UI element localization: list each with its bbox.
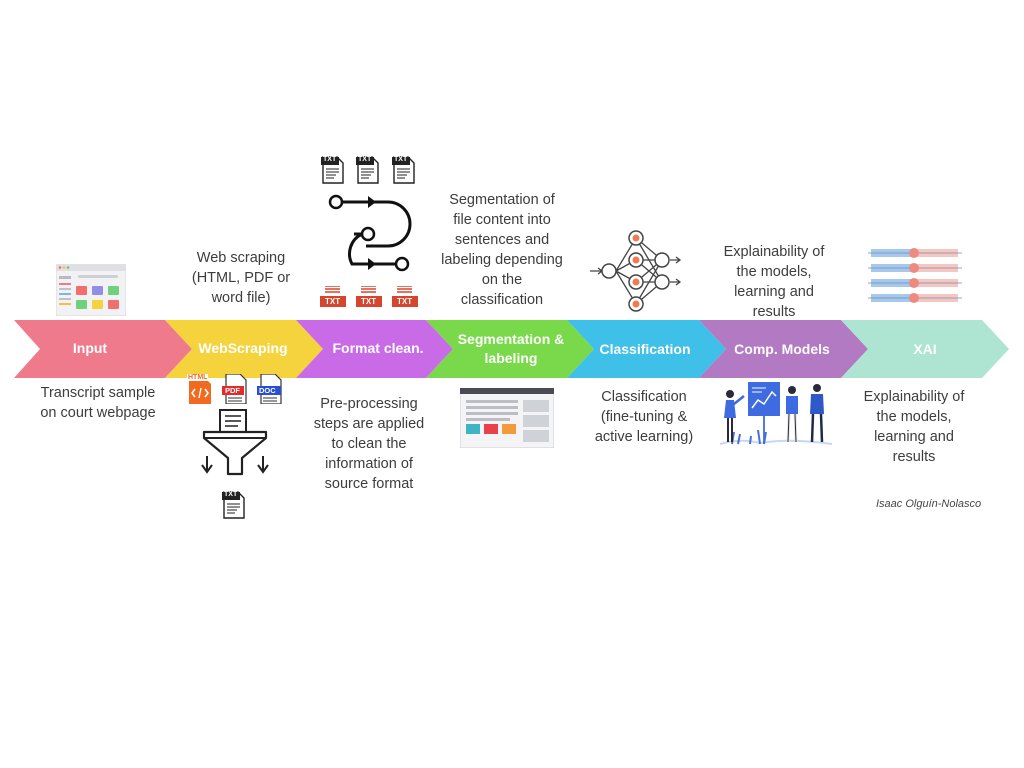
stage-desc-xai: Explainability of the models, learning a… — [863, 389, 965, 465]
doc-file-tag: DOC — [259, 386, 276, 395]
stage-desc-classification: Classification (fine-tuning & active lea… — [594, 389, 694, 445]
author-credit: Isaac Olguín-Nolasco — [876, 498, 982, 510]
feature-bars-icon — [868, 248, 962, 303]
stage-desc-models: Explainability of the models, learning a… — [723, 244, 825, 320]
stage-label-xai: XAI — [913, 341, 937, 357]
txt-file-tag: TXT — [358, 156, 372, 163]
funnel-icon — [201, 409, 269, 476]
txt-file-tag: TXT — [361, 297, 377, 306]
txt-file-icon: TXT — [222, 490, 246, 520]
txt-file-tag: TXT — [394, 156, 408, 163]
stage-label-webscraping: WebScraping — [198, 340, 288, 356]
stage-desc-segmentation: Segmentation of file content into senten… — [441, 192, 563, 308]
arrow-xai — [841, 320, 1009, 378]
pdf-file-tag: PDF — [225, 386, 240, 395]
stage-label-format: Format clean. — [332, 340, 424, 356]
stage-label-segmentation: Segmentation & labeling — [457, 331, 565, 366]
txt-file-icon: TXT — [392, 286, 418, 308]
stage-desc-input: Transcript sample on court webpage — [40, 385, 156, 421]
neural-network-icon — [590, 230, 682, 312]
txt-file-tag: TXT — [323, 156, 337, 163]
txt-file-icon: TXT — [356, 156, 380, 184]
txt-file-icon: TXT — [320, 286, 346, 308]
doc-file-icon: DOC — [257, 374, 283, 404]
html-file-tag: HTML — [187, 374, 209, 381]
txt-file-icon: TXT — [321, 156, 345, 184]
arrow-models — [699, 320, 868, 378]
arrow-segmentation — [426, 320, 594, 378]
stage-label-classification: Classification — [599, 341, 691, 357]
arrow-webscraping — [165, 320, 323, 378]
txt-file-tag: TXT — [397, 297, 413, 306]
stage-desc-webscraping: Web scraping (HTML, PDF or word file) — [191, 250, 291, 306]
stage-label-input: Input — [72, 340, 108, 356]
team-presentation-icon — [720, 382, 832, 445]
txt-file-tag: TXT — [325, 297, 341, 306]
stage-label-models: Comp. Models — [734, 341, 830, 357]
arrow-classification — [567, 320, 726, 378]
html-file-icon: HTML — [187, 374, 213, 404]
segmented-document-icon — [460, 388, 554, 448]
process-path-icon — [328, 194, 412, 272]
txt-file-tag: TXT — [224, 491, 238, 498]
arrow-input — [14, 320, 192, 378]
arrow-format — [296, 320, 453, 378]
pdf-file-icon: PDF — [222, 374, 248, 404]
txt-file-icon: TXT — [356, 286, 382, 308]
stage-desc-format: Pre-processing steps are applied to clea… — [313, 396, 425, 492]
txt-file-icon: TXT — [392, 156, 416, 184]
webpage-icon — [56, 264, 126, 316]
